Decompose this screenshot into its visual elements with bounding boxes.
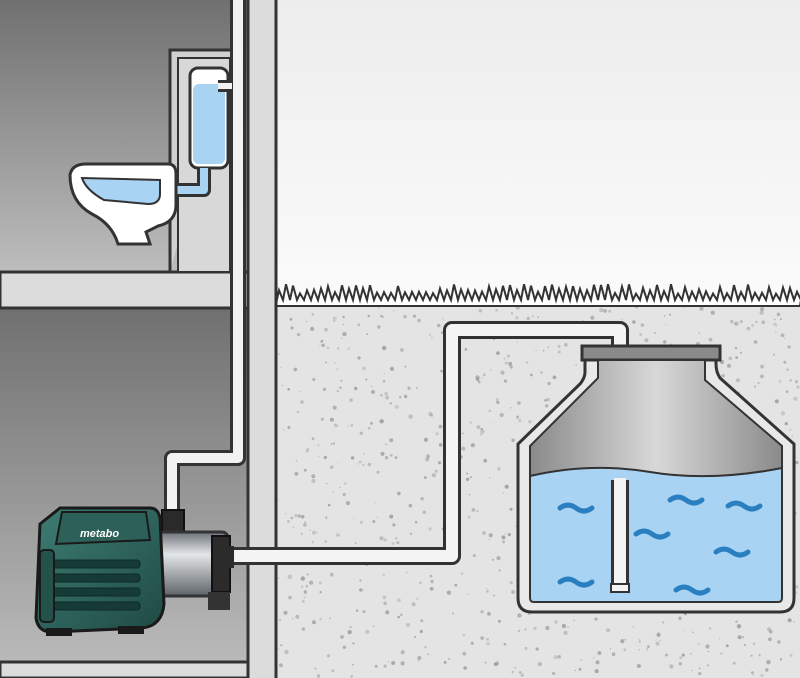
toilet-icon xyxy=(68,48,232,273)
grass xyxy=(275,282,800,307)
indoor-riser-pipe xyxy=(164,0,246,516)
basement-floor xyxy=(0,660,278,678)
house-wall xyxy=(246,0,278,678)
sky xyxy=(276,0,800,300)
pump-brand-label: metabo xyxy=(80,528,119,540)
water-tank-icon xyxy=(516,344,796,614)
water-waves xyxy=(557,494,763,596)
pump-icon: metabo xyxy=(34,506,234,636)
